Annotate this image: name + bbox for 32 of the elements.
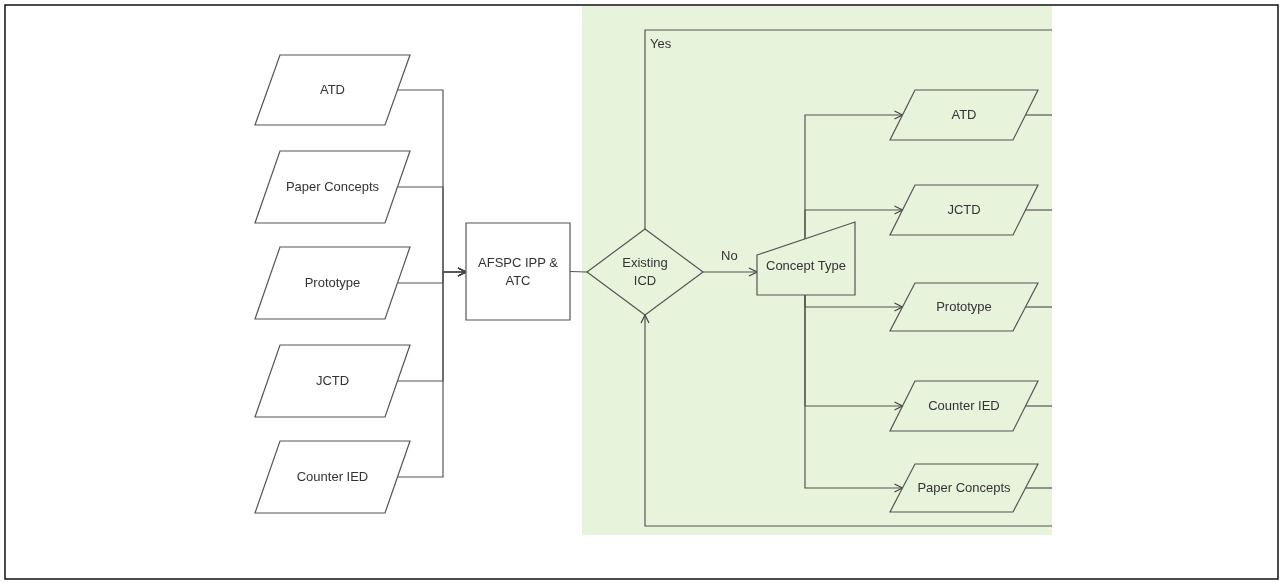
node-label: AFSPC IPP & ATC: [477, 253, 559, 290]
data-parallelogram: [255, 247, 410, 319]
node-label: JCTD: [315, 372, 350, 390]
node-label: JCTD: [947, 201, 981, 219]
data-parallelogram: [890, 464, 1038, 512]
connector-arrow: [702, 267, 758, 277]
data-parallelogram: [890, 185, 1038, 235]
node-label: Paper Concepts: [917, 479, 1011, 497]
node-label: ATD: [951, 106, 977, 124]
node-label: Counter IED: [296, 468, 369, 486]
data-parallelogram: [890, 90, 1038, 140]
data-parallelogram: [255, 151, 410, 223]
edge-label: Yes: [648, 36, 674, 51]
connector-arrow: [640, 314, 1053, 527]
connector-arrow: [804, 294, 904, 493]
edge-label: No: [719, 248, 740, 263]
connector-arrow: [804, 205, 904, 240]
data-parallelogram: [255, 345, 410, 417]
decision-diamond: [587, 229, 703, 315]
data-parallelogram: [255, 55, 410, 125]
data-parallelogram: [890, 283, 1038, 331]
manual-input-shape: [757, 222, 855, 295]
node-label: Paper Concepts: [285, 178, 380, 196]
node-label: Counter IED: [928, 397, 1000, 415]
node-label: Prototype: [304, 274, 361, 292]
process-box: [466, 223, 570, 320]
node-label: Existing ICD: [621, 254, 669, 290]
data-parallelogram: [890, 381, 1038, 431]
node-label: Concept Type: [766, 256, 846, 275]
data-parallelogram: [255, 441, 410, 513]
node-label: ATD: [319, 81, 345, 99]
node-label: Prototype: [936, 298, 992, 316]
